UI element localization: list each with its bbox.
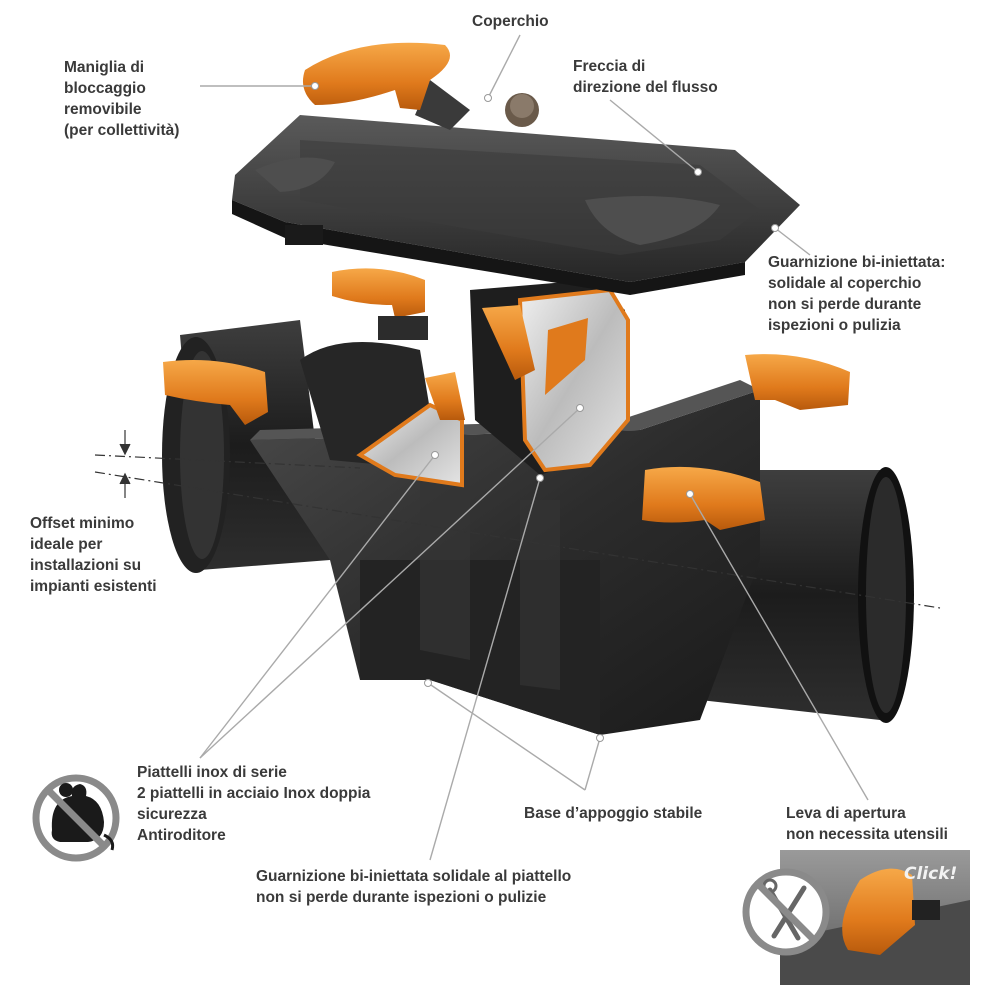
label-offset-line-2: ideale per: [30, 536, 103, 553]
label-offset-line-1: Offset minimo: [30, 515, 135, 532]
label-offset-line-4: impianti esistenti: [30, 578, 157, 595]
tools-prohibited-icon: [742, 868, 830, 956]
label-piattelli-line-2: 2 piattelli in acciaio Inox doppia: [137, 785, 371, 802]
valve-body: [250, 380, 760, 735]
label-leva: Leva di apertura non necessita utensili: [786, 803, 948, 845]
label-freccia-line-1: Freccia di: [573, 58, 646, 75]
label-guarnizione-piattello-line-2: non si perde durante ispezioni o pulizie: [256, 889, 547, 906]
label-base-text: Base d’appoggio stabile: [524, 805, 703, 822]
label-guarnizione-coperchio-line-3: non si perde durante: [768, 296, 922, 313]
label-offset: Offset minimo ideale per installazioni s…: [30, 513, 157, 597]
label-guarnizione-coperchio-line-1: Guarnizione bi-iniettata:: [768, 254, 946, 271]
label-guarnizione-piattello-line-1: Guarnizione bi-iniettata solidale al pia…: [256, 868, 572, 885]
label-offset-line-3: installazioni su: [30, 557, 142, 574]
lever-handle-right-top: [745, 354, 850, 410]
opening-lever: [642, 466, 765, 530]
label-piattelli-line-1: Piattelli inox di serie: [137, 764, 287, 781]
offset-dimension: [94, 430, 941, 609]
label-guarnizione-piattello: Guarnizione bi-iniettata solidale al pia…: [256, 866, 571, 908]
lever-handle-left: [163, 359, 268, 425]
label-piattelli-line-3: sicurezza: [137, 806, 207, 823]
label-maniglia-line-3: removibile: [64, 101, 142, 118]
label-coperchio-text: Coperchio: [472, 13, 549, 30]
label-guarnizione-coperchio-line-2: solidale al coperchio: [768, 275, 922, 292]
label-guarnizione-coperchio: Guarnizione bi-iniettata: solidale al co…: [768, 252, 945, 336]
label-maniglia-line-1: Maniglia di: [64, 59, 145, 76]
label-maniglia-line-2: bloccaggio: [64, 80, 146, 97]
label-piattelli: Piattelli inox di serie 2 piattelli in a…: [137, 762, 370, 846]
label-maniglia: Maniglia di bloccaggio removibile (per c…: [64, 57, 179, 141]
label-piattelli-line-4: Antiroditore: [137, 827, 226, 844]
label-freccia-line-2: direzione del flusso: [573, 79, 718, 96]
label-leva-line-1: Leva di apertura: [786, 805, 906, 822]
leader-lines: [199, 34, 869, 861]
label-maniglia-line-4: (per collettività): [64, 122, 180, 139]
inset-click-text: Click!: [904, 864, 958, 884]
label-guarnizione-coperchio-line-4: ispezioni o pulizia: [768, 317, 901, 334]
label-base: Base d’appoggio stabile: [524, 803, 702, 824]
rodent-prohibited-icon: [32, 774, 120, 862]
label-coperchio: Coperchio: [472, 11, 549, 32]
label-freccia: Freccia di direzione del flusso: [573, 56, 718, 98]
lever-handle-left-top: [332, 268, 428, 340]
cover-lid: [232, 80, 800, 295]
leader-dots: [311, 82, 779, 742]
stainless-plates: [300, 280, 630, 488]
label-leva-line-2: non necessita utensili: [786, 826, 948, 843]
locking-handle-removable: [302, 42, 450, 110]
